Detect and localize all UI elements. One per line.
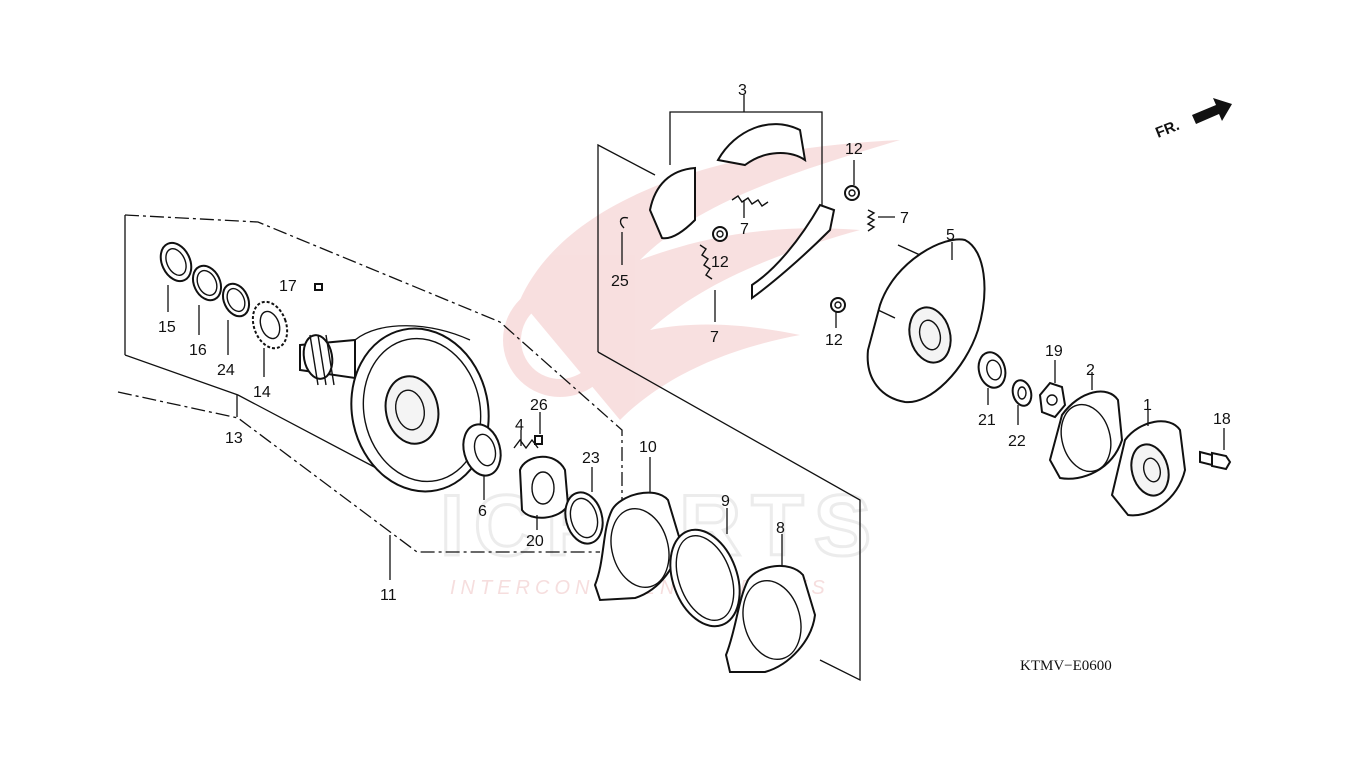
callout-22: 22: [1008, 433, 1026, 450]
callout-7-a: 7: [740, 221, 749, 238]
callout-21: 21: [978, 412, 996, 429]
part-23-circlip: [564, 467, 604, 545]
callout-8: 8: [776, 520, 785, 537]
part-2-gasket: [1048, 372, 1124, 480]
callout-26: 26: [530, 397, 548, 414]
part-3-clutch-weight-set: [648, 95, 836, 300]
part-7-spring-b: [866, 209, 895, 232]
part-21-collar: [977, 351, 1007, 405]
callout-10: 10: [639, 439, 657, 456]
callout-11: 11: [380, 587, 397, 604]
part-24-washer: [221, 282, 251, 355]
callout-24: 24: [217, 362, 235, 379]
callout-15: 15: [158, 319, 176, 336]
callout-12-c: 12: [825, 332, 843, 349]
front-arrow-icon: [1192, 98, 1232, 124]
part-11-clutch-outer: [299, 325, 490, 493]
callout-17: 17: [279, 278, 297, 295]
part-6-one-way-clutch: [462, 423, 502, 500]
front-direction-indicator: FR.: [1153, 98, 1232, 142]
part-19-nut: [1038, 360, 1067, 419]
part-16-clip: [191, 264, 223, 335]
callout-6: 6: [478, 503, 487, 520]
callout-3: 3: [738, 82, 747, 99]
part-18-bolt: [1199, 428, 1232, 471]
part-7-spring-c: [699, 244, 716, 322]
callout-18: 18: [1213, 411, 1231, 428]
callout-20: 20: [526, 533, 544, 550]
callout-19: 19: [1045, 343, 1063, 360]
part-25-clip: [619, 216, 629, 265]
diagram-code: KTMV−E0600: [1020, 658, 1112, 674]
callout-labels: 1 2 3 4 5 6 7 7 7 8 9 10 11 12 12 12 13 …: [158, 82, 1231, 604]
part-17-pin: [314, 283, 323, 291]
front-direction-label: FR.: [1153, 117, 1182, 142]
callout-23: 23: [582, 450, 600, 467]
callout-16: 16: [189, 342, 207, 359]
part-8-gasket: [724, 534, 817, 673]
callout-5: 5: [946, 227, 955, 244]
callout-25: 25: [611, 273, 629, 290]
part-12-nut-a: [844, 160, 860, 201]
part-1-cover: [1110, 410, 1187, 517]
part-20-side-plate: [518, 455, 570, 530]
part-22-washer: [1011, 379, 1033, 425]
callout-2: 2: [1086, 362, 1095, 379]
part-26-roller: [534, 412, 543, 445]
part-12-nut-b: [712, 226, 728, 242]
part-12-nut-c: [830, 297, 846, 328]
part-9-o-ring: [669, 508, 741, 628]
watermark-logo: [503, 140, 900, 420]
callout-4: 4: [515, 417, 524, 434]
callout-7-b: 7: [900, 210, 909, 227]
assembly-bracket-right: [597, 143, 861, 682]
callout-12-a: 12: [845, 141, 863, 158]
part-10-gasket: [593, 457, 682, 602]
callout-1: 1: [1143, 397, 1152, 414]
part-15-ring: [159, 241, 193, 312]
part-5-drive-plate: [866, 238, 986, 404]
callout-9: 9: [721, 493, 730, 510]
assembly-bracket-left: [117, 214, 623, 580]
callout-13: 13: [225, 430, 243, 447]
part-14-gear: [251, 300, 289, 377]
callout-7-c: 7: [710, 329, 719, 346]
callout-12-b: 12: [711, 254, 729, 271]
part-7-spring-a: [731, 195, 769, 218]
callout-14: 14: [253, 384, 271, 401]
